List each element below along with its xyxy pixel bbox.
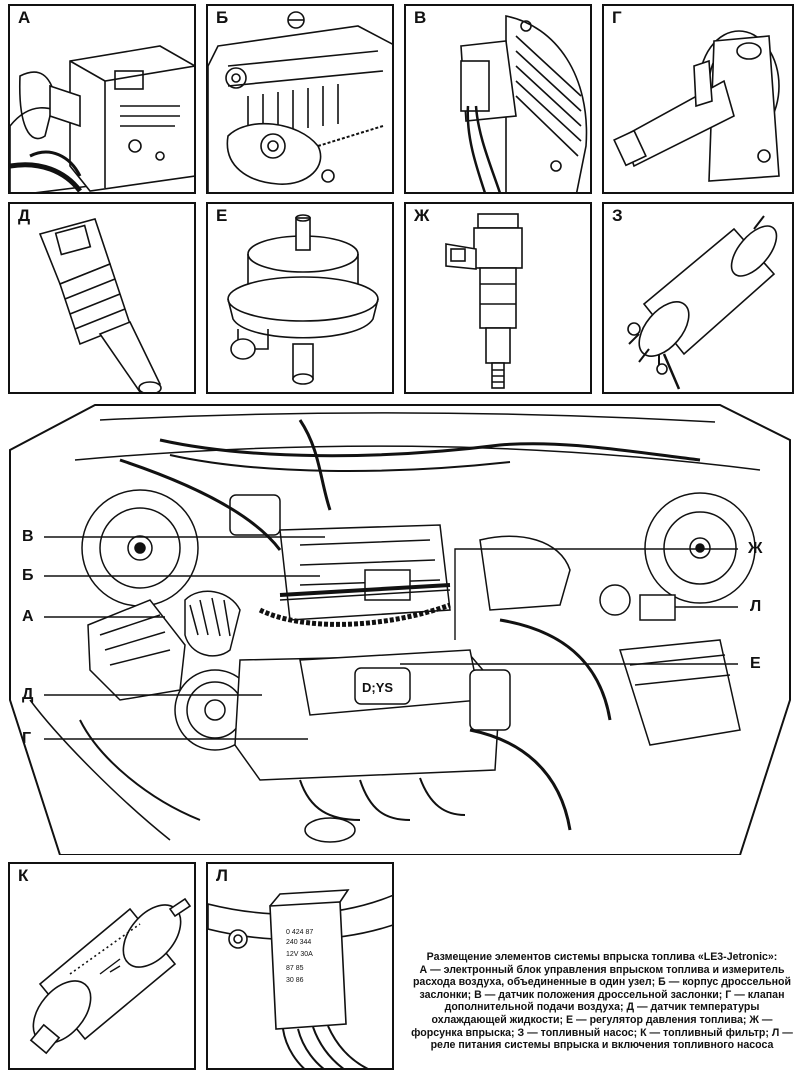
cover-text: D;YS bbox=[362, 680, 393, 695]
pressure-regulator-drawing bbox=[227, 214, 379, 385]
injector-drawing bbox=[445, 213, 523, 389]
fuel-pump-drawing bbox=[627, 215, 778, 390]
panel-letter: Д bbox=[16, 206, 33, 226]
callout-lines bbox=[44, 536, 738, 740]
panel-letter: К bbox=[16, 866, 31, 886]
battery bbox=[619, 639, 741, 746]
relay-text-4: 87 85 bbox=[286, 965, 304, 972]
panel-letter: Ж bbox=[412, 206, 432, 226]
panel-k-fuel-filter: К bbox=[8, 862, 196, 1070]
caption-title: Размещение элементов системы впрыска топ… bbox=[426, 951, 778, 963]
callout-v: В bbox=[22, 528, 34, 545]
coolant-sensor-drawing bbox=[38, 218, 162, 392]
relay-text-3: 12V 30A bbox=[286, 951, 313, 958]
callout-d: Д bbox=[22, 686, 34, 703]
figure-caption: Размещение элементов системы впрыска топ… bbox=[410, 951, 794, 1052]
callout-g: Г bbox=[22, 730, 32, 747]
panel-d-coolant-sensor: Д bbox=[8, 202, 196, 394]
control-unit-drawing bbox=[10, 45, 194, 192]
panel-zh-injector: Ж bbox=[404, 202, 592, 394]
panel-b-throttle-body: Б bbox=[206, 4, 394, 194]
hood-outline bbox=[9, 404, 791, 855]
air-valve-drawing bbox=[613, 30, 780, 182]
control-unit bbox=[87, 599, 186, 701]
throttle-sensor-drawing bbox=[460, 15, 588, 192]
callout-a: А bbox=[22, 608, 34, 625]
callout-l: Л bbox=[750, 598, 762, 615]
callout-zh: Ж bbox=[748, 540, 763, 557]
relay-text-1: 0 424 87 bbox=[286, 929, 313, 936]
panel-letter: В bbox=[412, 8, 429, 28]
panel-letter: Г bbox=[610, 8, 624, 28]
engine-bay-drawing: D;YS bbox=[9, 404, 791, 855]
panel-a-control-unit: А bbox=[8, 4, 196, 194]
panel-l-relay: Л 0 424 87 240 344 12V 30A 87 85 30 86 bbox=[206, 862, 394, 1070]
throttle-body-drawing bbox=[208, 11, 392, 192]
panel-letter: Е bbox=[214, 206, 230, 226]
callout-e: Е bbox=[750, 655, 761, 672]
panel-letter: Б bbox=[214, 8, 231, 28]
panel-z-fuel-pump: З bbox=[602, 202, 794, 394]
relay-drawing: 0 424 87 240 344 12V 30A 87 85 30 86 bbox=[208, 889, 392, 1068]
panel-e-pressure-regulator: Е bbox=[206, 202, 394, 394]
panel-v-throttle-sensor: В bbox=[404, 4, 592, 194]
caption-body: А — электронный блок управления впрыском… bbox=[411, 963, 793, 1052]
fuel-filter-drawing bbox=[29, 897, 192, 1055]
panel-letter: А bbox=[16, 8, 33, 28]
panel-letter: Л bbox=[214, 866, 230, 886]
relay-text-2: 240 344 bbox=[286, 939, 311, 946]
callout-b: Б bbox=[22, 567, 34, 584]
panel-letter: З bbox=[610, 206, 625, 226]
panel-g-air-valve: Г bbox=[602, 4, 794, 194]
relay-text-5: 30 86 bbox=[286, 977, 304, 984]
